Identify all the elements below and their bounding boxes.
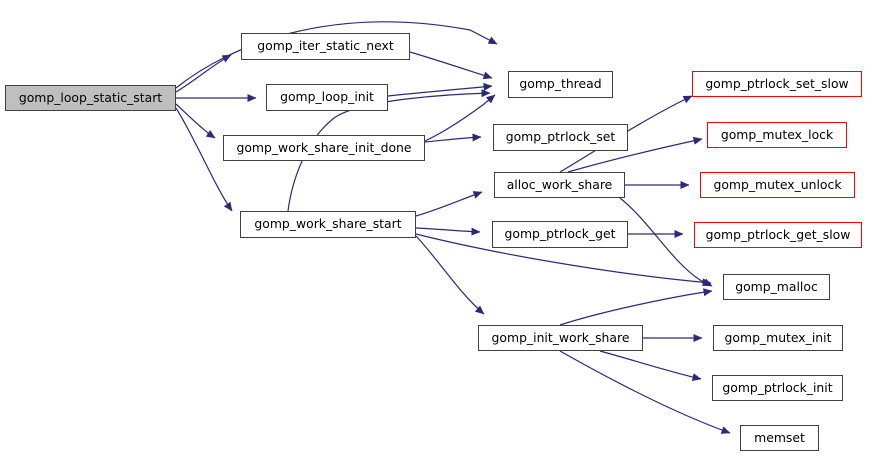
node-gomp_mutex_unlock[interactable]: gomp_mutex_unlock bbox=[700, 172, 855, 198]
node-label-gomp_work_share_start: gomp_work_share_start bbox=[254, 216, 402, 232]
node-gomp_loop_static_start[interactable]: gomp_loop_static_start bbox=[5, 85, 176, 111]
node-label-gomp_mutex_unlock: gomp_mutex_unlock bbox=[713, 176, 842, 192]
node-label-gomp_ptrlock_get: gomp_ptrlock_get bbox=[504, 226, 616, 242]
node-gomp_ptrlock_set[interactable]: gomp_ptrlock_set bbox=[493, 124, 628, 151]
edge-gomp_init_work_share-to-memset bbox=[559, 350, 731, 434]
node-label-gomp_iter_static_next: gomp_iter_static_next bbox=[257, 38, 394, 54]
node-gomp_work_share_start[interactable]: gomp_work_share_start bbox=[240, 211, 416, 238]
node-gomp_iter_static_next[interactable]: gomp_iter_static_next bbox=[241, 33, 410, 60]
node-memset[interactable]: memset bbox=[740, 425, 819, 451]
edge-gomp_iter_static_next-to-gomp_thread bbox=[409, 51, 493, 80]
node-label-gomp_loop_static_start: gomp_loop_static_start bbox=[18, 89, 163, 105]
node-gomp_malloc[interactable]: gomp_malloc bbox=[723, 274, 830, 300]
edge-gomp_work_share_init_done-to-gomp_thread bbox=[424, 94, 496, 142]
node-label-gomp_loop_init: gomp_loop_init bbox=[280, 89, 374, 105]
edge-gomp_work_share_start-to-gomp_ptrlock_get bbox=[415, 227, 481, 236]
node-label-gomp_mutex_lock: gomp_mutex_lock bbox=[720, 126, 834, 142]
node-gomp_thread[interactable]: gomp_thread bbox=[508, 71, 613, 98]
node-gomp_mutex_lock[interactable]: gomp_mutex_lock bbox=[707, 122, 847, 148]
node-gomp_ptrlock_get[interactable]: gomp_ptrlock_get bbox=[492, 221, 628, 248]
node-gomp_work_share_init_done[interactable]: gomp_work_share_init_done bbox=[223, 135, 425, 161]
edge-gomp_loop_static_start-to-gomp_iter_static_next bbox=[175, 54, 232, 93]
node-label-gomp_mutex_init: gomp_mutex_init bbox=[724, 329, 832, 345]
node-gomp_init_work_share[interactable]: gomp_init_work_share bbox=[478, 325, 643, 351]
edge-gomp_work_share_start-to-gomp_init_work_share bbox=[415, 235, 485, 315]
node-label-alloc_work_share: alloc_work_share bbox=[506, 176, 613, 192]
edge-gomp_work_share_init_done-to-gomp_ptrlock_set bbox=[424, 133, 482, 143]
edge-gomp_init_work_share-to-gomp_ptrlock_init bbox=[599, 350, 702, 382]
node-gomp_loop_init[interactable]: gomp_loop_init bbox=[266, 84, 388, 111]
node-gomp_ptrlock_init[interactable]: gomp_ptrlock_init bbox=[712, 375, 843, 401]
node-gomp_ptrlock_set_slow[interactable]: gomp_ptrlock_set_slow bbox=[692, 71, 862, 97]
node-label-gomp_thread: gomp_thread bbox=[519, 76, 602, 92]
node-label-gomp_init_work_share: gomp_init_work_share bbox=[491, 329, 630, 345]
edge-gomp_work_share_start-to-alloc_work_share bbox=[415, 191, 483, 217]
node-alloc_work_share[interactable]: alloc_work_share bbox=[494, 172, 625, 198]
node-label-gomp_malloc: gomp_malloc bbox=[735, 278, 818, 294]
node-label-memset: memset bbox=[754, 429, 805, 445]
node-label-gomp_ptrlock_init: gomp_ptrlock_init bbox=[722, 379, 833, 395]
edge-gomp_init_work_share-to-gomp_malloc bbox=[559, 288, 713, 326]
node-label-gomp_ptrlock_set_slow: gomp_ptrlock_set_slow bbox=[705, 75, 849, 91]
node-label-gomp_ptrlock_set: gomp_ptrlock_set bbox=[505, 129, 616, 145]
edge-gomp_loop_init-to-gomp_thread bbox=[387, 82, 493, 97]
node-gomp_ptrlock_get_slow[interactable]: gomp_ptrlock_get_slow bbox=[694, 222, 862, 248]
node-label-gomp_ptrlock_get_slow: gomp_ptrlock_get_slow bbox=[705, 226, 851, 242]
edge-gomp_loop_static_start-to-gomp_work_share_init_done bbox=[175, 103, 216, 139]
node-label-gomp_work_share_init_done: gomp_work_share_init_done bbox=[236, 139, 412, 155]
node-gomp_mutex_init[interactable]: gomp_mutex_init bbox=[713, 325, 843, 351]
